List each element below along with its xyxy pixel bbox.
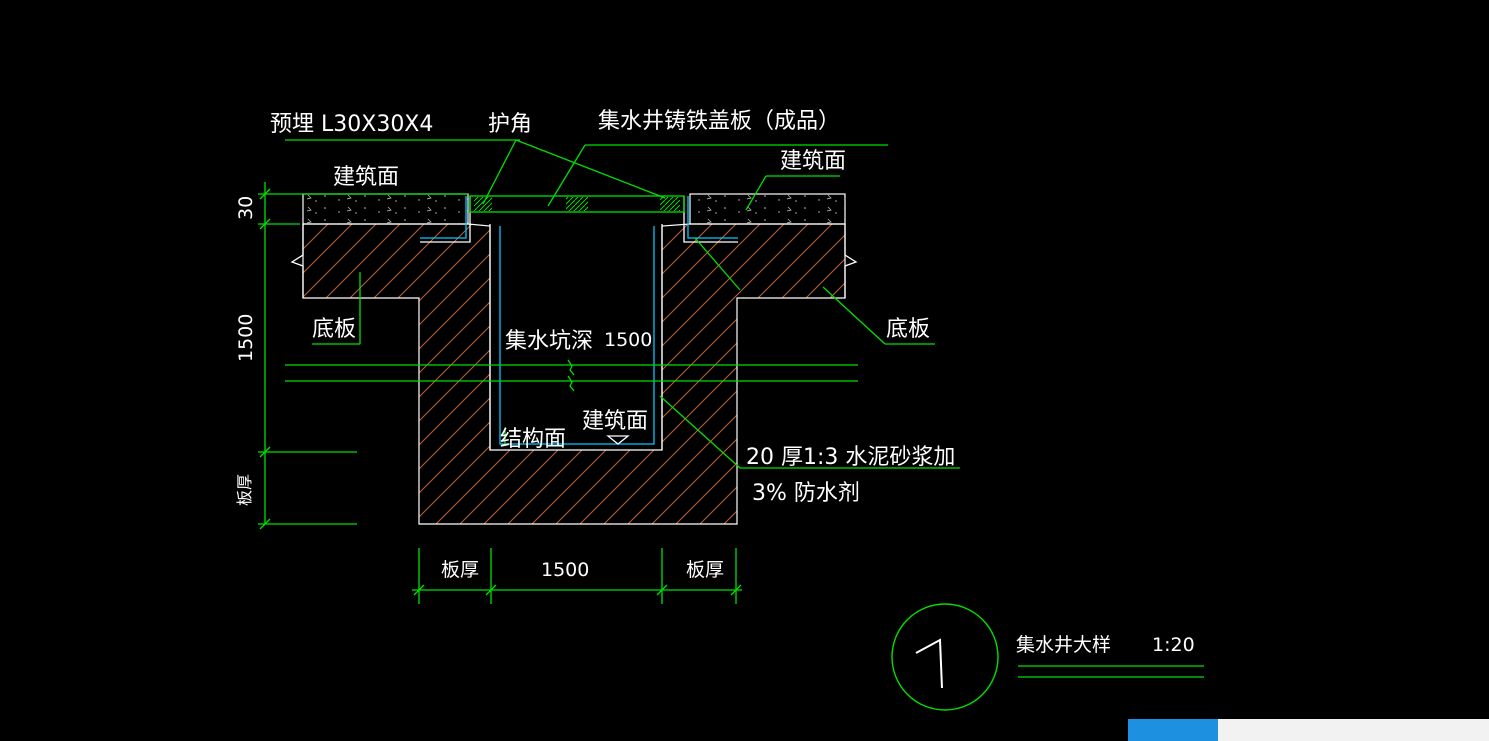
finished-product-label: （成品）: [752, 109, 840, 134]
mortar-spec-line1: 20 厚1:3 水泥砂浆加: [746, 445, 955, 470]
cover-plate-label: 集水井铸铁盖板: [598, 109, 752, 134]
taskbar-strip: [1218, 719, 1489, 741]
detail-number-circle: [891, 603, 999, 711]
corner-guard-label: 护角: [488, 112, 532, 137]
arch-surface-right-label: 建筑面: [780, 149, 846, 174]
taskbar-active-button[interactable]: [1128, 719, 1218, 741]
annotations: 预埋 L30X30X4 护角 集水井铸铁盖板 （成品） 建筑面 建筑面 底板 底…: [235, 109, 955, 581]
dim-slab-thickness-left: 板厚: [441, 559, 479, 581]
vertical-dimensions: [258, 182, 357, 530]
horizontal-dimensions: [412, 548, 742, 604]
mortar-spec-line2: 3% 防水剂: [752, 481, 860, 506]
base-slab-left-label: 底板: [312, 317, 356, 342]
arch-surface-bottom-label: 建筑面: [582, 409, 648, 434]
dim-slab-thickness-right: 板厚: [686, 559, 724, 581]
detail-title-block: 集水井大样 1:20: [891, 603, 1204, 711]
break-markers: [290, 224, 858, 298]
embed-angle-label: 预埋 L30X30X4: [270, 112, 433, 137]
dim-depth: 1500: [235, 314, 257, 362]
section-break-lines: [285, 359, 858, 392]
dim-top-layer: 30: [235, 196, 257, 220]
pit-depth-label: 集水坑深: [505, 329, 593, 354]
detail-title: 集水井大样: [1016, 634, 1111, 656]
base-slab-right-label: 底板: [886, 317, 930, 342]
finish-layer: [302, 193, 846, 225]
arch-surface-left-label: 建筑面: [333, 165, 399, 190]
dim-slab-thickness-vertical: 板厚: [235, 474, 254, 506]
cover-plate: [469, 195, 685, 213]
dim-inner-width: 1500: [541, 559, 589, 581]
leader-lines: [285, 139, 960, 469]
pit-depth-value: 1500: [604, 329, 652, 351]
detail-number-glyph: [915, 638, 943, 689]
detail-scale: 1:20: [1152, 634, 1195, 656]
structural-surface-label: 结构面: [500, 427, 566, 452]
